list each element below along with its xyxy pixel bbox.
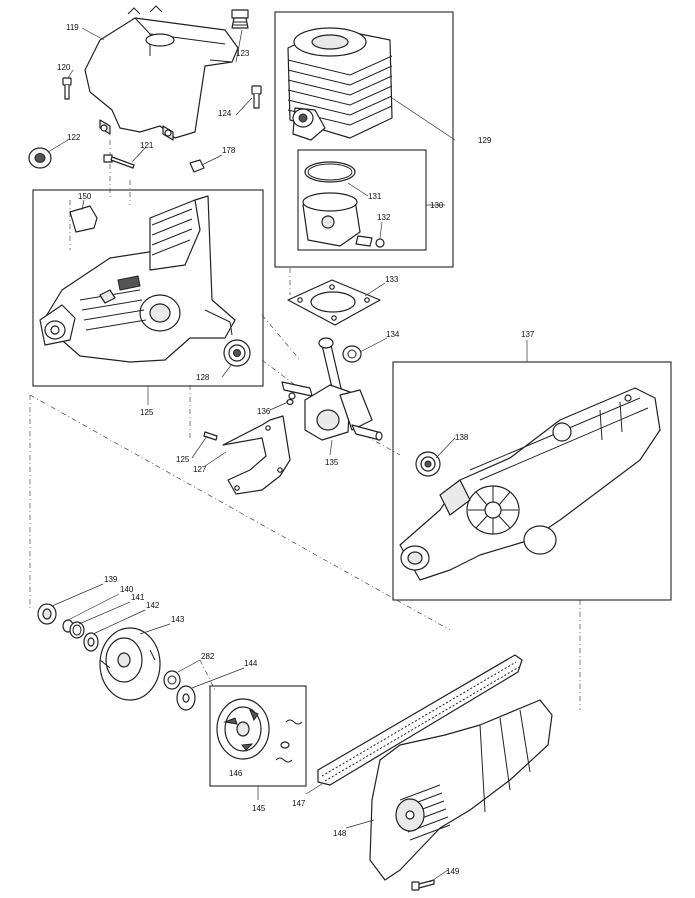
label-144: 144 [244, 659, 258, 668]
cylinder-129-part [287, 27, 393, 141]
label-178: 178 [222, 146, 236, 155]
label-128: 128 [196, 373, 210, 382]
pin-125-part [203, 431, 218, 441]
spark-plug-123-part [231, 9, 249, 29]
clutch-145-part [216, 698, 270, 760]
washer-144-part [176, 685, 196, 711]
label-140: 140 [120, 585, 134, 594]
label-149: 149 [446, 867, 460, 876]
leader-lines [47, 27, 528, 883]
label-135: 135 [325, 458, 339, 467]
label-122: 122 [67, 133, 81, 142]
screw-120-part [62, 77, 72, 100]
label-136: 136 [257, 407, 271, 416]
part-number-labels: 119 120 121 122 123 124 125 125 127 128 … [57, 23, 535, 876]
label-146: 146 [229, 769, 243, 778]
label-142: 142 [146, 601, 160, 610]
label-133: 133 [385, 275, 399, 284]
crankshaft-135-part [281, 337, 383, 441]
label-120: 120 [57, 63, 71, 72]
label-141: 141 [131, 593, 145, 602]
label-145: 145 [252, 804, 266, 813]
needle-bearing-282-part [163, 670, 181, 690]
label-125-pin: 125 [176, 455, 190, 464]
clip-178-part [189, 159, 205, 173]
pad-150-part [69, 205, 98, 233]
spring-146-part [275, 719, 303, 763]
label-282: 282 [201, 652, 215, 661]
label-138: 138 [455, 433, 469, 442]
label-132: 132 [377, 213, 391, 222]
label-130: 130 [430, 201, 444, 210]
label-129: 129 [478, 136, 492, 145]
belt-147-part [317, 654, 523, 786]
label-148: 148 [333, 829, 347, 838]
bearing-139-part [37, 603, 57, 625]
key-136-part [286, 398, 294, 406]
ring-141-part [69, 621, 85, 639]
label-125-crankcase: 125 [140, 408, 154, 417]
label-121: 121 [140, 141, 154, 150]
label-123: 123 [236, 49, 250, 58]
piston-ring-131-part [304, 161, 356, 183]
bolt-121-part [103, 154, 135, 169]
label-131: 131 [368, 192, 382, 201]
crankcase-half-group-box [392, 361, 672, 601]
seal-122-part [28, 147, 52, 169]
crankcase-arm-137-part [399, 387, 661, 581]
needle-bearing-134-part [342, 345, 362, 363]
label-119: 119 [66, 23, 79, 32]
label-127: 127 [193, 465, 207, 474]
bolt-124-part [251, 85, 262, 109]
shroud-cover-part [84, 5, 239, 141]
belt-guard-148-part [369, 699, 553, 881]
piston-pin-132-part [355, 235, 385, 248]
gasket-127-part [222, 415, 291, 495]
label-150: 150 [78, 192, 92, 201]
clutch-drum-143-part [99, 627, 161, 701]
piston-group-box [297, 149, 427, 251]
gasket-133-part [287, 279, 381, 326]
label-134: 134 [386, 330, 400, 339]
label-139: 139 [104, 575, 118, 584]
label-143: 143 [171, 615, 185, 624]
seal-128-part [223, 339, 251, 367]
label-147: 147 [292, 799, 306, 808]
label-137: 137 [521, 330, 535, 339]
seal-138-part [415, 451, 441, 477]
crankcase-125-part [39, 195, 236, 363]
piston-part [302, 192, 361, 247]
cylinder-group-box [274, 11, 454, 268]
washer-142-part [83, 632, 99, 652]
label-124: 124 [218, 109, 232, 118]
